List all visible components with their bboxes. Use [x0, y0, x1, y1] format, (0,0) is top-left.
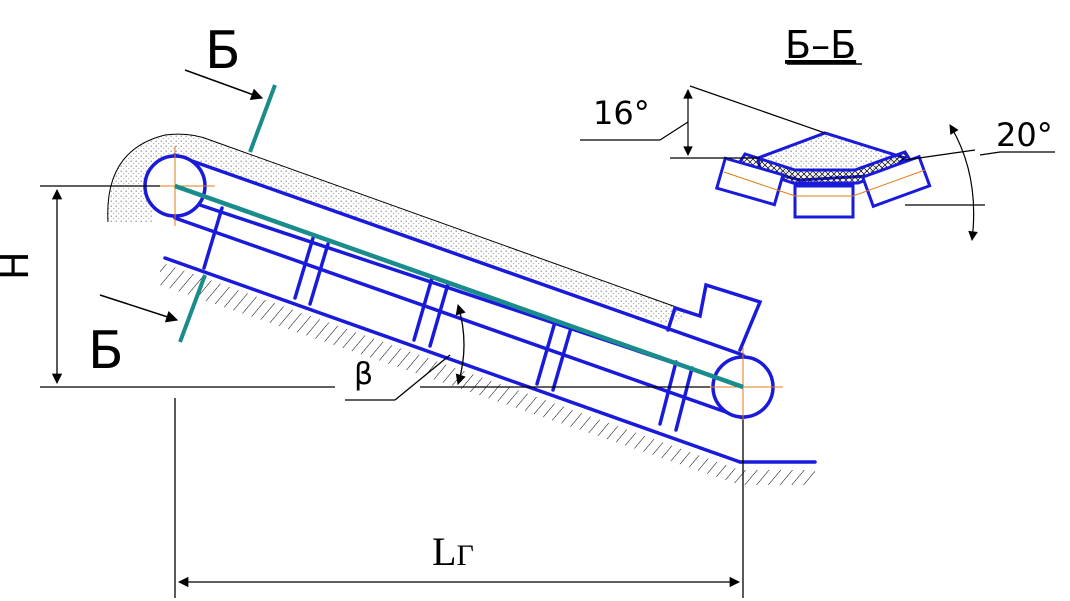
- horizontal-length-main: L: [432, 529, 456, 574]
- section-mark-bottom-label: Б: [88, 321, 124, 381]
- section-mark-top-label: Б: [205, 21, 241, 81]
- section-cut-bottom: [178, 274, 207, 343]
- incline-angle-label: β: [354, 357, 373, 392]
- horizontal-length-dimension: [174, 398, 744, 598]
- angle-right-label: 20°: [996, 116, 1053, 154]
- height-label: H: [0, 251, 37, 280]
- angle-left-label: 16°: [593, 94, 650, 132]
- material-cover-outline: [107, 133, 691, 313]
- section-arrow-top: [184, 69, 264, 100]
- section-arrow-bottom: [99, 294, 179, 323]
- cross-section-view: [580, 85, 1055, 241]
- angle-beta-dimension: [345, 304, 466, 401]
- horizontal-length-label: LГ: [432, 529, 474, 574]
- conveyor-belt: [174, 183, 744, 390]
- section-title: Б–Б: [785, 23, 856, 67]
- horizontal-length-sub: Г: [456, 539, 473, 572]
- section-cut-top: [248, 84, 277, 153]
- height-dimension: [40, 185, 710, 388]
- conveyor-frame: [163, 153, 817, 464]
